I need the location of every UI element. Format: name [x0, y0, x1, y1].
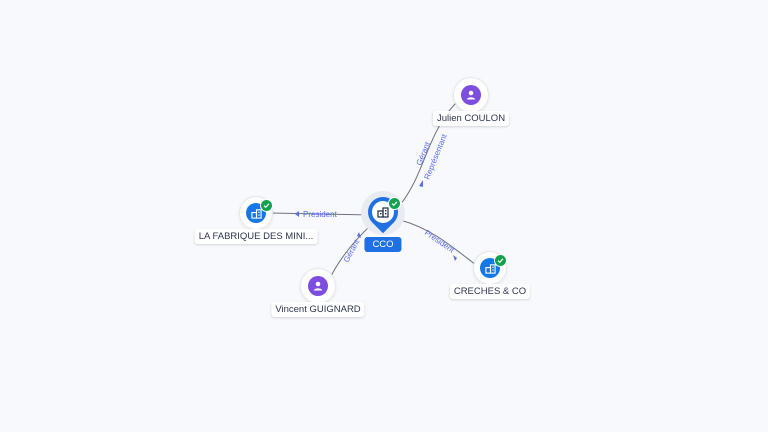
company-label-la-fabrique[interactable]: LA FABRIQUE DES MINI...: [194, 229, 318, 244]
edge-label-lafabrique: President: [303, 210, 338, 219]
edge-lafabrique: [269, 212, 373, 216]
verified-check-icon: [260, 199, 273, 212]
edge-label-creches: President: [423, 228, 457, 255]
edge-creches: [399, 219, 477, 266]
arrow-lafabrique: [295, 211, 299, 217]
center-node-label[interactable]: CCO: [364, 237, 402, 252]
company-label-creches-co[interactable]: CRECHES & CO: [449, 284, 531, 299]
arrow-vincent: [357, 232, 361, 238]
person-label-vincent-guignard[interactable]: Vincent GUIGNARD: [271, 302, 365, 317]
verified-check-icon: [388, 197, 401, 210]
arrow-creches: [453, 255, 457, 261]
verified-check-icon: [494, 254, 507, 267]
edge-label-vincent: Gérant: [342, 237, 362, 264]
person-label-julien-coulon[interactable]: Julien COULON: [432, 111, 510, 126]
person-icon: [461, 85, 481, 105]
arrow-julien: [419, 180, 423, 187]
person-icon: [308, 276, 328, 296]
